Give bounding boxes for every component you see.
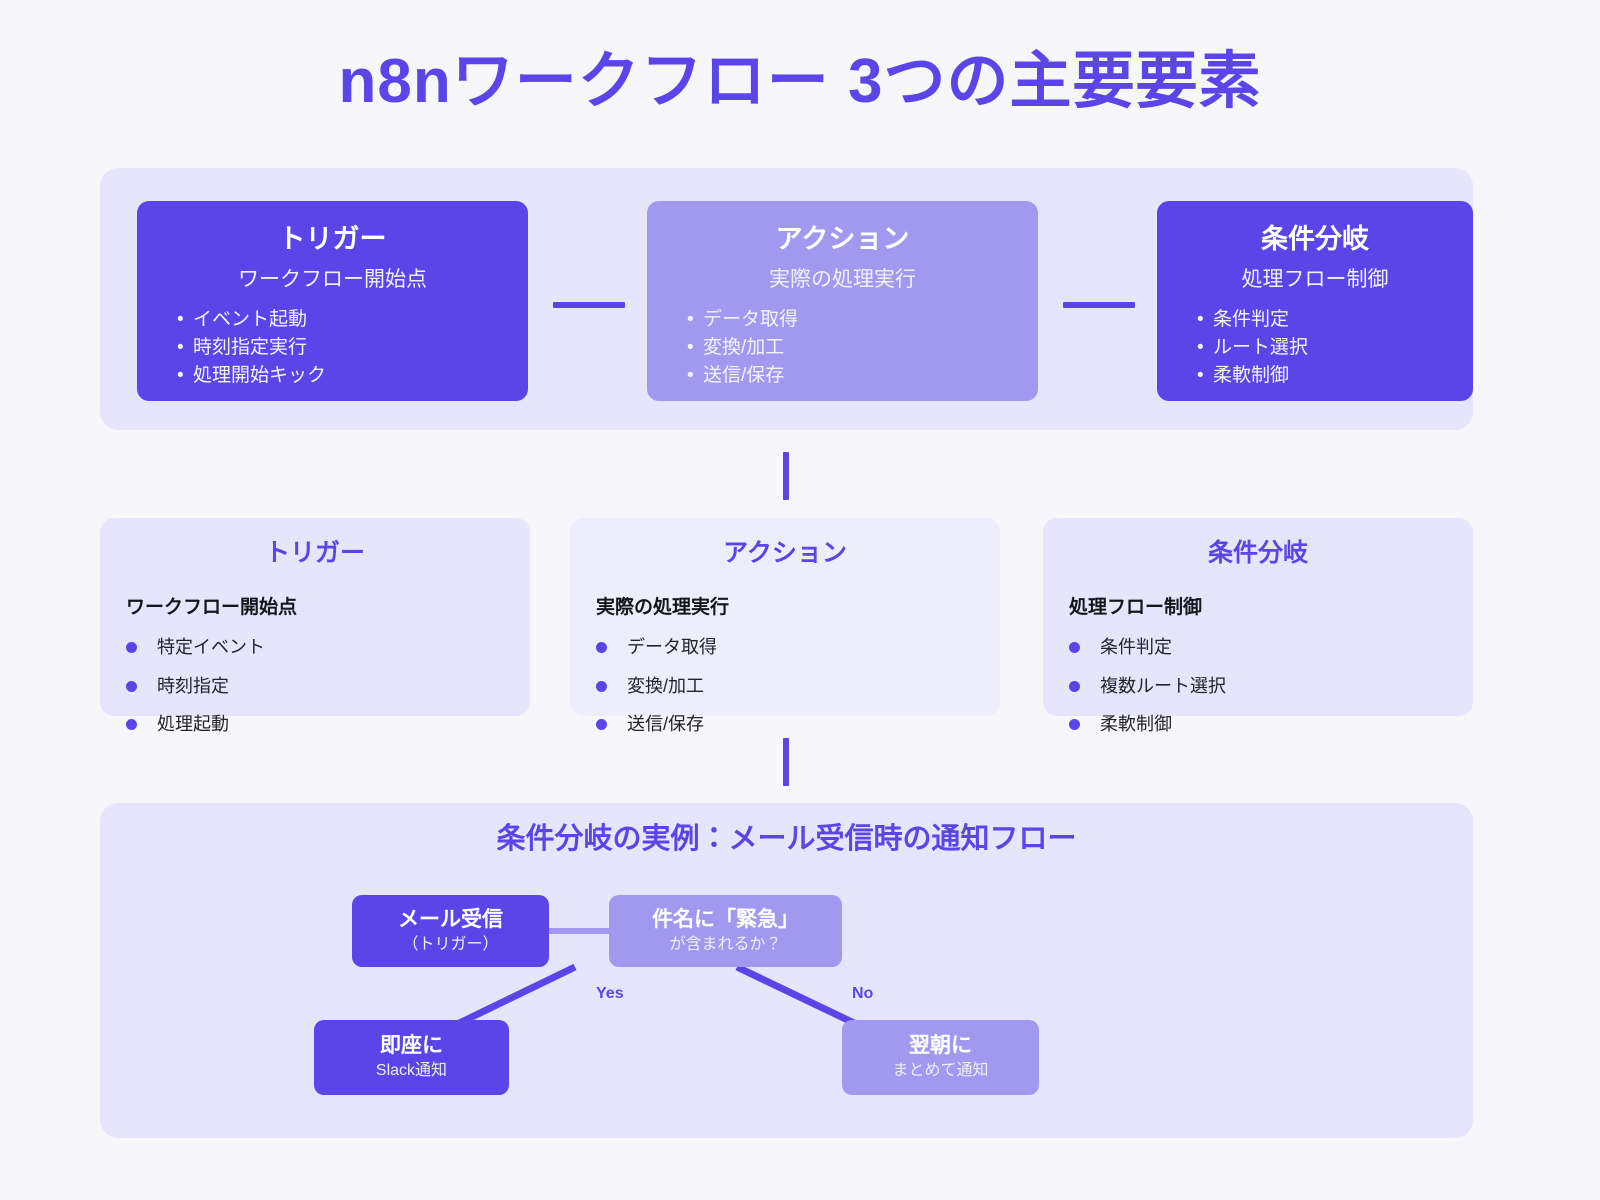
top-card-action: アクション 実際の処理実行 データ取得 変換/加工 送信/保存 xyxy=(647,201,1038,401)
list-item-label: 送信/保存 xyxy=(627,714,705,735)
detail-card-condition: 条件分岐 処理フロー制御 条件判定 複数ルート選択 柔軟制御 xyxy=(1043,518,1473,734)
list-item: 変換/加工 xyxy=(596,676,974,698)
top-card-condition: 条件分岐 処理フロー制御 条件判定 ルート選択 柔軟制御 xyxy=(1157,201,1473,401)
list-item: 複数ルート選択 xyxy=(1069,676,1447,698)
list-item: 時刻指定実行 xyxy=(177,335,506,361)
bullet-dot-icon xyxy=(126,680,137,692)
list-item-label: 処理起動 xyxy=(157,714,229,735)
detail-card-condition-title: 条件分岐 xyxy=(1207,539,1308,567)
list-item: 変換/加工 xyxy=(687,335,1016,361)
edge-label-yes: Yes xyxy=(596,985,624,1002)
flow-node-next-morning-subtitle: まとめて通知 xyxy=(892,1062,989,1080)
list-item: イベント起動 xyxy=(177,307,506,333)
list-item: 送信/保存 xyxy=(596,714,974,736)
flow-node-condition-title: 件名に「緊急」 xyxy=(652,907,799,931)
connector-top-to-middle xyxy=(783,452,789,500)
detail-card-action: アクション 実際の処理実行 データ取得 変換/加工 送信/保存 xyxy=(570,518,1000,734)
list-item: データ取得 xyxy=(596,637,974,659)
list-item-label: 複数ルート選択 xyxy=(1100,675,1226,696)
flow-node-immediate-slack-subtitle: Slack通知 xyxy=(375,1062,448,1080)
list-item-label: 変換/加工 xyxy=(627,675,705,696)
bullet-dot-icon xyxy=(126,719,137,731)
detail-card-action-list: データ取得 変換/加工 送信/保存 xyxy=(596,637,974,736)
list-item: 条件判定 xyxy=(1197,307,1451,333)
top-card-condition-subtitle: 処理フロー制御 xyxy=(1241,267,1389,291)
list-item: 処理起動 xyxy=(126,714,504,736)
detail-card-action-subtitle: 実際の処理実行 xyxy=(596,597,730,618)
detail-card-action-title: アクション xyxy=(723,539,847,567)
flow-node-next-morning-title: 翌朝に xyxy=(909,1034,972,1058)
list-item: 条件判定 xyxy=(1069,637,1447,659)
connector-action-condition xyxy=(1063,302,1135,308)
bullet-dot-icon xyxy=(596,680,607,692)
connector-middle-to-bottom xyxy=(783,738,789,786)
edge-label-no: No xyxy=(852,985,874,1002)
top-card-action-title: アクション xyxy=(775,224,910,254)
detail-card-trigger: トリガー ワークフロー開始点 特定イベント 時刻指定 処理起動 xyxy=(100,518,530,734)
list-item: 特定イベント xyxy=(126,637,504,659)
list-item: 柔軟制御 xyxy=(1069,714,1447,736)
detail-card-trigger-title: トリガー xyxy=(264,539,365,567)
list-item: データ取得 xyxy=(687,307,1016,333)
bullet-dot-icon xyxy=(596,642,607,654)
list-item: 処理開始キック xyxy=(177,363,506,389)
list-item-label: 特定イベント xyxy=(157,637,265,657)
list-item-label: 条件判定 xyxy=(1100,637,1172,657)
flow-node-mail-received-title: メール受信 xyxy=(398,907,503,931)
bullet-dot-icon xyxy=(596,719,607,731)
list-item: ルート選択 xyxy=(1197,335,1451,361)
detail-card-trigger-subtitle: ワークフロー開始点 xyxy=(126,597,298,618)
top-card-condition-title: 条件分岐 xyxy=(1261,224,1369,254)
flow-node-next-morning: 翌朝に まとめて通知 xyxy=(842,1020,1039,1095)
list-item-label: 柔軟制御 xyxy=(1100,714,1172,735)
flow-node-mail-received: メール受信 （トリガー） xyxy=(352,895,549,967)
list-item-label: データ取得 xyxy=(627,637,717,657)
top-card-trigger: トリガー ワークフロー開始点 イベント起動 時刻指定実行 処理開始キック xyxy=(137,201,528,401)
detail-card-condition-list: 条件判定 複数ルート選択 柔軟制御 xyxy=(1069,637,1447,736)
list-item-label: 時刻指定 xyxy=(157,675,229,696)
flow-node-condition-subtitle: が含まれるか？ xyxy=(669,935,782,953)
bullet-dot-icon xyxy=(1069,642,1080,654)
top-card-action-subtitle: 実際の処理実行 xyxy=(769,267,916,291)
connector-trigger-action xyxy=(553,302,625,308)
detail-card-trigger-list: 特定イベント 時刻指定 処理起動 xyxy=(126,637,504,736)
flow-edges xyxy=(412,928,902,1049)
top-card-action-list: データ取得 変換/加工 送信/保存 xyxy=(669,307,1016,390)
flow-node-mail-received-subtitle: （トリガー） xyxy=(402,935,499,953)
bullet-dot-icon xyxy=(1069,680,1080,692)
flow-node-condition: 件名に「緊急」 が含まれるか？ xyxy=(609,895,842,967)
flow-node-immediate-slack: 即座に Slack通知 xyxy=(314,1020,509,1095)
top-card-condition-list: 条件判定 ルート選択 柔軟制御 xyxy=(1179,307,1451,390)
top-card-trigger-subtitle: ワークフロー開始点 xyxy=(238,267,427,291)
example-section-title: 条件分岐の実例：メール受信時の通知フロー xyxy=(496,823,1077,855)
flow-node-immediate-slack-title: 即座に xyxy=(380,1034,443,1058)
page-title: n8nワークフロー 3つの主要要素 xyxy=(338,47,1262,116)
list-item: 送信/保存 xyxy=(687,363,1016,389)
top-card-trigger-title: トリガー xyxy=(278,224,387,254)
list-item: 柔軟制御 xyxy=(1197,363,1451,389)
list-item: 時刻指定 xyxy=(126,676,504,698)
top-card-trigger-list: イベント起動 時刻指定実行 処理開始キック xyxy=(159,307,506,390)
bullet-dot-icon xyxy=(1069,719,1080,731)
bullet-dot-icon xyxy=(126,642,137,654)
detail-card-condition-subtitle: 処理フロー制御 xyxy=(1069,597,1203,618)
